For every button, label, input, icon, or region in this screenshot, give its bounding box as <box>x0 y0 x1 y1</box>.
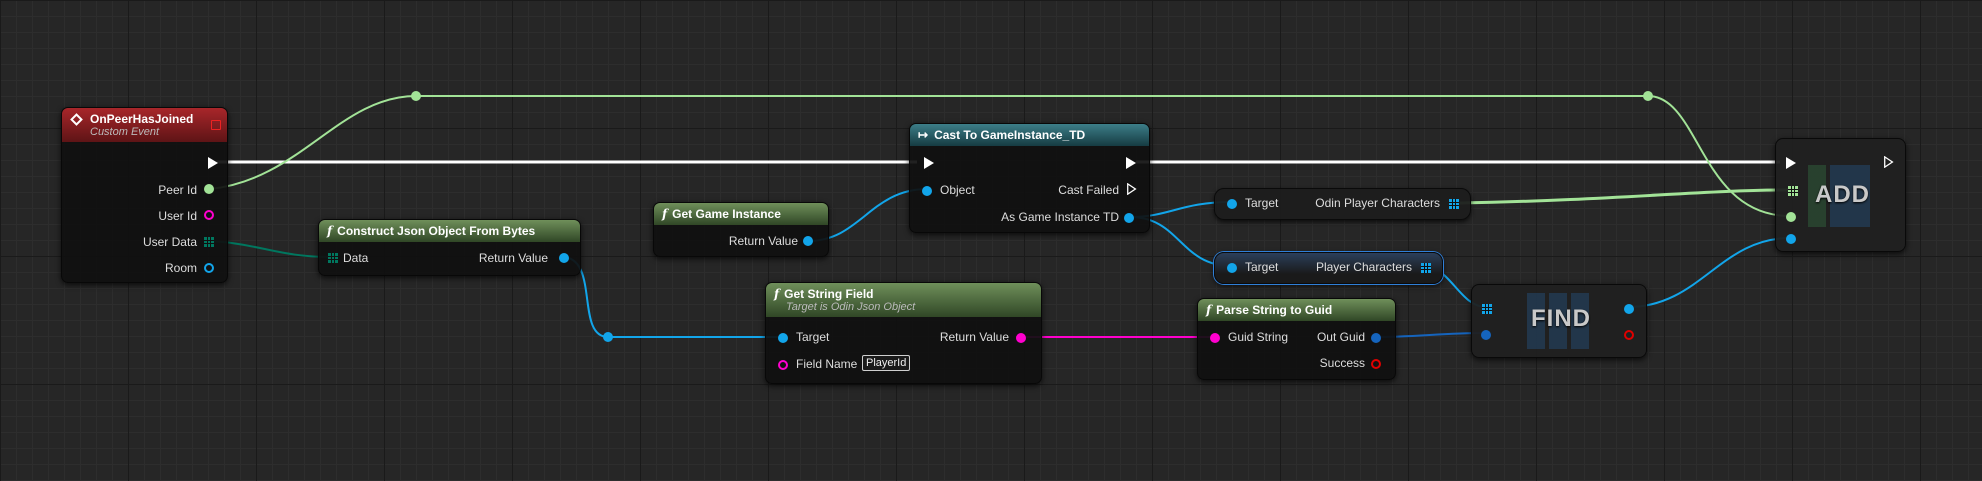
out-guid-label: Out Guid <box>1316 330 1365 344</box>
event-exec-out-pin[interactable] <box>208 157 218 169</box>
guid-string-label: Guid String <box>1228 330 1289 344</box>
cast-failed-label: Cast Failed <box>1058 183 1119 197</box>
event-pin-label-user-data: User Data <box>142 235 197 249</box>
find-item-pin[interactable] <box>1481 330 1491 340</box>
event-diamond-icon <box>70 113 83 126</box>
find-node[interactable]: FIND <box>1471 284 1647 358</box>
add-exec-out-pin[interactable] <box>1883 156 1895 168</box>
odin-chars-target-label: Target <box>1245 196 1279 210</box>
cast-to-gameinstance-node[interactable]: ↦ Cast To GameInstance_TD Object Cast Fai… <box>909 123 1150 233</box>
cast-failed-exec-pin[interactable] <box>1126 183 1138 195</box>
cast-as-pin[interactable] <box>1124 213 1134 223</box>
construct-json-node[interactable]: f Construct Json Object From Bytes Data R… <box>318 219 581 276</box>
parse-guid-header: f Parse String to Guid <box>1198 299 1395 321</box>
cast-node-title: Cast To GameInstance_TD <box>934 128 1086 142</box>
cast-exec-in-pin[interactable] <box>924 157 934 169</box>
odin-player-characters-node[interactable]: Target Odin Player Characters <box>1214 188 1471 220</box>
player-chars-target-label: Target <box>1245 260 1279 274</box>
find-found-out-pin[interactable] <box>1624 330 1634 340</box>
event-pin-label-peer-id: Peer Id <box>158 183 197 197</box>
peer-id-wire <box>209 95 1791 217</box>
construct-return-pin[interactable] <box>559 253 569 263</box>
event-node-title: OnPeerHasJoined <box>90 112 194 126</box>
get-game-instance-header: f Get Game Instance <box>654 203 828 225</box>
add-item-pin[interactable] <box>1786 212 1796 222</box>
user-data-wire <box>210 240 331 258</box>
construct-return-label: Return Value <box>478 251 548 265</box>
field-name-label: Field Name <box>796 357 858 371</box>
get-string-target-label: Target <box>796 330 830 344</box>
data-array-pin[interactable] <box>328 253 338 263</box>
construct-json-header: f Construct Json Object From Bytes <box>319 220 580 242</box>
guid-string-pin[interactable] <box>1210 333 1220 343</box>
get-string-field-header: f Get String Field Target is Odin Json Ob… <box>766 283 1041 317</box>
get-game-instance-return-label: Return Value <box>728 234 798 248</box>
parse-string-to-guid-node[interactable]: f Parse String to Guid Guid String Out Gu… <box>1197 298 1396 380</box>
peer-id-pin[interactable] <box>204 184 214 194</box>
event-node-subtitle: Custom Event <box>90 126 160 138</box>
reroute-knot-json <box>603 332 613 342</box>
on-peer-has-joined-node[interactable]: OnPeerHasJoined Custom Event Peer Id Use… <box>61 107 228 283</box>
odin-chars-array-pin[interactable] <box>1449 199 1459 209</box>
get-string-field-subtitle: Target is Odin Json Object <box>786 301 916 313</box>
delegate-square-icon <box>211 120 221 130</box>
player-chars-array-pin[interactable] <box>1421 263 1431 273</box>
function-icon: f <box>662 207 668 221</box>
reroute-knot-right <box>1643 91 1653 101</box>
event-node-header: OnPeerHasJoined Custom Event <box>62 108 227 142</box>
cast-node-header: ↦ Cast To GameInstance_TD <box>910 124 1149 146</box>
function-icon: f <box>774 287 780 301</box>
find-result-wire <box>1627 237 1791 308</box>
player-chars-var-label: Player Characters <box>1315 260 1412 274</box>
find-array-pin[interactable] <box>1482 304 1492 314</box>
odin-chars-target-pin[interactable] <box>1227 199 1237 209</box>
event-pin-label-room: Room <box>164 261 197 275</box>
cast-arrow-icon: ↦ <box>918 128 929 142</box>
odin-chars-var-label: Odin Player Characters <box>1315 196 1440 210</box>
out-guid-pin[interactable] <box>1371 333 1381 343</box>
cast-as-label: As Game Instance TD <box>1001 210 1119 224</box>
json-object-wire <box>561 256 782 338</box>
get-string-return-label: Return Value <box>939 330 1009 344</box>
cast-object-pin[interactable] <box>922 186 932 196</box>
add-node-label: ADD <box>1815 181 1870 208</box>
add-node-watermark <box>1808 165 1870 227</box>
get-string-return-pin[interactable] <box>1016 333 1026 343</box>
reroute-knot-left <box>411 91 421 101</box>
find-node-watermark <box>1527 293 1589 349</box>
get-game-instance-node[interactable]: f Get Game Instance Return Value <box>653 202 829 257</box>
construct-data-label: Data <box>343 251 369 265</box>
field-name-pin[interactable] <box>778 360 788 370</box>
get-string-field-node[interactable]: f Get String Field Target is Odin Json Ob… <box>765 282 1042 384</box>
get-string-target-pin[interactable] <box>778 333 788 343</box>
get-string-field-title: Get String Field <box>784 287 874 301</box>
success-label: Success <box>1319 356 1365 370</box>
cast-exec-out-pin[interactable] <box>1126 157 1136 169</box>
function-icon: f <box>1206 303 1212 317</box>
add-exec-in-pin[interactable] <box>1786 157 1796 169</box>
user-id-pin[interactable] <box>204 210 214 220</box>
player-characters-node[interactable]: Target Player Characters <box>1214 252 1443 284</box>
find-node-label: FIND <box>1531 305 1591 332</box>
get-game-instance-title: Get Game Instance <box>672 207 781 221</box>
field-name-input[interactable]: PlayerId <box>862 355 911 371</box>
odin-chars-array-wire <box>1459 188 1791 205</box>
success-pin[interactable] <box>1371 359 1381 369</box>
add-value-pin[interactable] <box>1786 234 1796 244</box>
event-pin-label-user-id: User Id <box>158 209 197 223</box>
parse-guid-title: Parse String to Guid <box>1216 303 1333 317</box>
player-chars-target-pin[interactable] <box>1227 263 1237 273</box>
add-node[interactable]: ADD <box>1775 138 1906 252</box>
function-icon: f <box>327 224 333 238</box>
construct-json-title: Construct Json Object From Bytes <box>337 224 536 238</box>
find-index-out-pin[interactable] <box>1624 304 1634 314</box>
room-pin[interactable] <box>204 263 214 273</box>
add-array-pin[interactable] <box>1788 186 1798 196</box>
cast-object-label: Object <box>940 183 975 197</box>
user-data-array-pin[interactable] <box>204 237 214 247</box>
get-game-instance-return-pin[interactable] <box>803 236 813 246</box>
